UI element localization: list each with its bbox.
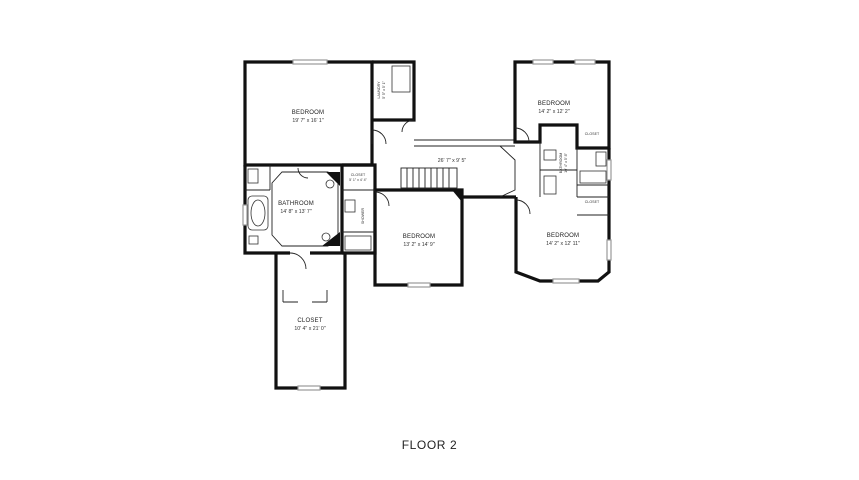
toilet-icon [543,149,557,161]
windows [242,59,612,391]
room-dims-bedroom-ne: 14' 2" x 12' 2" [538,109,569,115]
wall-bedroom-ne [513,60,611,150]
room-dims-hall: 26' 7" x 9' 5" [438,158,467,164]
toilet-icon [247,168,259,184]
room-dims-closet-large: 10' 4" x 21' 0" [294,326,325,332]
washer-dryer-icon [391,65,411,93]
wall-closets-east [577,184,609,216]
sink-icon [325,179,335,189]
room-dims-bedroom-center: 13' 2" x 14' 9" [403,242,434,248]
room-name-closet-large: CLOSET [297,318,322,324]
floor-label: FLOOR 2 [401,438,458,452]
wall-closet-shower-inner [342,189,375,233]
wall-laundry [372,60,416,122]
room-dims-bedroom-se: 14' 2" x 12' 11" [546,241,580,247]
staircase [400,167,458,189]
room-name-bathroom-east: BATHROOM [559,153,563,174]
sink-icon [321,232,331,242]
room-name-bedroom-ne: BEDROOM [538,101,570,107]
wall-wc [245,165,271,191]
wall-hall-jog [499,145,516,198]
room-labels: BEDROOM 19' 7" x 16' 1" BEDROOM 14' 2" x… [278,80,600,332]
bathtub-icon [579,170,607,184]
room-name-closet-se: CLOSET [585,200,600,204]
shower-pan-icon [344,235,372,251]
room-name-bedroom-center: BEDROOM [403,234,435,240]
room-name-closet-small: CLOSET [351,173,366,177]
room-name-bedroom-se: BEDROOM [547,233,579,239]
room-name-closet-ne: CLOSET [585,132,600,136]
room-dims-laundry: 5' 5" x 5' 1" [382,80,386,98]
room-name-laundry: LAUNDRY [377,81,381,99]
room-name-shower: SHOWER [361,208,365,225]
room-dims-closet-small: 5' 1" x 4' 4" [349,178,367,182]
room-dims-bathroom: 14' 8" x 13' 7" [280,209,311,215]
fixtures [247,65,607,251]
room-name-bathroom: BATHROOM [278,201,314,207]
doors [282,119,531,303]
wall-closet-shower [342,163,377,255]
room-name-bedroom-nw: BEDROOM [292,110,324,116]
sink-icon [543,175,557,195]
room-dims-bathroom-east: 10' 4" x 5' 8" [564,152,568,172]
room-dims-bedroom-nw: 19' 7" x 16' 1" [292,118,323,124]
wall-bath-east [539,142,578,197]
